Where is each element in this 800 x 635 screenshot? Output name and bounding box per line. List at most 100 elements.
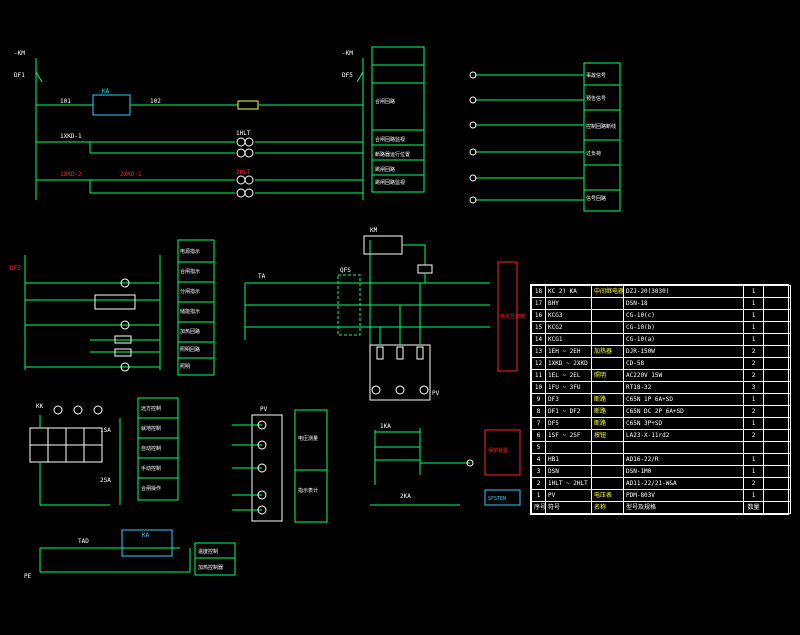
table-cell: 断路 (591, 405, 624, 418)
box1-item-5: 跳闸回路监视 (375, 179, 405, 186)
table-cell: CG-10(a) (623, 333, 744, 346)
voltmeter-circuit (232, 409, 328, 523)
control-circuit-top (35, 46, 425, 200)
ka2-label: 2KA (400, 493, 411, 500)
box1-item-1: 合闸回路 (375, 98, 395, 105)
table-cell: DSN-1M0 (623, 465, 744, 478)
box3-item-2: 合闸指示 (180, 268, 200, 275)
km-label: KM (370, 227, 378, 234)
box5-item-5: 合闸操作 (141, 485, 161, 492)
box2-item-2: 预告信号 (586, 95, 606, 102)
sa1-label: 1SA (100, 427, 111, 434)
box3-item-1: 电源指示 (180, 248, 200, 255)
table-cell: 12 (531, 357, 546, 370)
table-cell-blank (763, 357, 791, 370)
table-cell: 17 (531, 297, 546, 310)
table-cell: DJR-150W (623, 345, 744, 358)
table-header-cell: 名称 (591, 501, 624, 514)
box3-item-3: 分闸指示 (180, 288, 200, 295)
table-cell (743, 441, 764, 454)
red-box-label: 电流互感器 (500, 313, 525, 320)
table-cell (591, 441, 624, 454)
pv-label-center: PV (432, 390, 440, 397)
wire-label-4: 1XKD-2 (60, 171, 82, 178)
table-cell: KCG3 (545, 309, 592, 322)
table-cell: 2 (743, 405, 764, 418)
box5-item-1: 远方控制 (141, 405, 161, 412)
table-cell (591, 297, 624, 310)
protect-tag: SFSTEN (488, 496, 506, 502)
table-cell: 电压表 (591, 489, 624, 502)
kk-label: KK (36, 403, 44, 410)
table-cell: 16 (531, 309, 546, 322)
table-cell: 照明 (591, 369, 624, 382)
table-cell (591, 453, 624, 466)
table-cell: BHY (545, 297, 592, 310)
table-cell: 3 (743, 381, 764, 394)
table-cell: C65N 1P 6A+SD (623, 393, 744, 406)
bus-right-label: -KM (342, 50, 353, 57)
table-cell: 6 (531, 429, 546, 442)
table-cell: 18 (531, 285, 546, 298)
table-cell: 2 (743, 357, 764, 370)
table-cell-blank (763, 345, 791, 358)
ka-heater-label: KA (142, 532, 150, 539)
heater-circuit (39, 529, 236, 576)
table-cell: 2 (743, 369, 764, 382)
table-cell (591, 321, 624, 334)
table-cell: CG-10(b) (623, 321, 744, 334)
ka1-label: 1KA (380, 423, 391, 430)
table-cell: 13 (531, 345, 546, 358)
table-cell: 1 (531, 489, 546, 502)
table-cell-blank (763, 309, 791, 322)
box6-item-1: 电压测量 (298, 435, 318, 442)
table-cell (623, 441, 744, 454)
table-cell-blank (763, 381, 791, 394)
wire-label-5: 2XKD-1 (120, 171, 142, 178)
table-cell: 1FU ~ 3FU (545, 381, 592, 394)
table-cell: 2 (743, 477, 764, 490)
table-cell-blank (763, 405, 791, 418)
table-cell: 1 (743, 489, 764, 502)
table-cell: KCG2 (545, 321, 592, 334)
table-header-row: 序号符号名称型号及规格数量 (531, 501, 791, 514)
table-cell: 1 (743, 393, 764, 406)
table-cell-blank (763, 393, 791, 406)
table-cell: 8 (531, 405, 546, 418)
table-cell: 1EH ~ 2EH (545, 345, 592, 358)
table-header-cell: 数量 (743, 501, 764, 514)
table-cell-blank (763, 369, 791, 382)
table-cell: HB1 (545, 453, 592, 466)
table-cell: DSN (545, 465, 592, 478)
table-cell: PV (545, 489, 592, 502)
table-row: 5 (531, 441, 791, 454)
box2-item-3: 控制回路断线 (586, 123, 616, 130)
table-cell: KC 2) KA (545, 285, 592, 298)
relay-label: KA (102, 88, 110, 95)
table-cell: 1 (743, 453, 764, 466)
wire-label-1: 101 (60, 98, 71, 105)
table-cell: 1EL ~ 2EL (545, 369, 592, 382)
table-cell: CG-10(c) (623, 309, 744, 322)
table-cell: 1HLT ~ 2HLT (545, 477, 592, 490)
pv-label: PV (260, 406, 268, 413)
box8-item-1: 温度控制 (198, 548, 218, 555)
table-cell: C65N DC 2P 6A+SD (623, 405, 744, 418)
box2-item-1: 事故信号 (586, 72, 606, 79)
table-cell: 4 (531, 453, 546, 466)
box8-item-2: 加热控制器 (198, 564, 223, 571)
table-cell: 1SF ~ 2SF (545, 429, 592, 442)
table-cell: 14 (531, 333, 546, 346)
table-cell: 1XKD ~ 2XKD (545, 357, 592, 370)
